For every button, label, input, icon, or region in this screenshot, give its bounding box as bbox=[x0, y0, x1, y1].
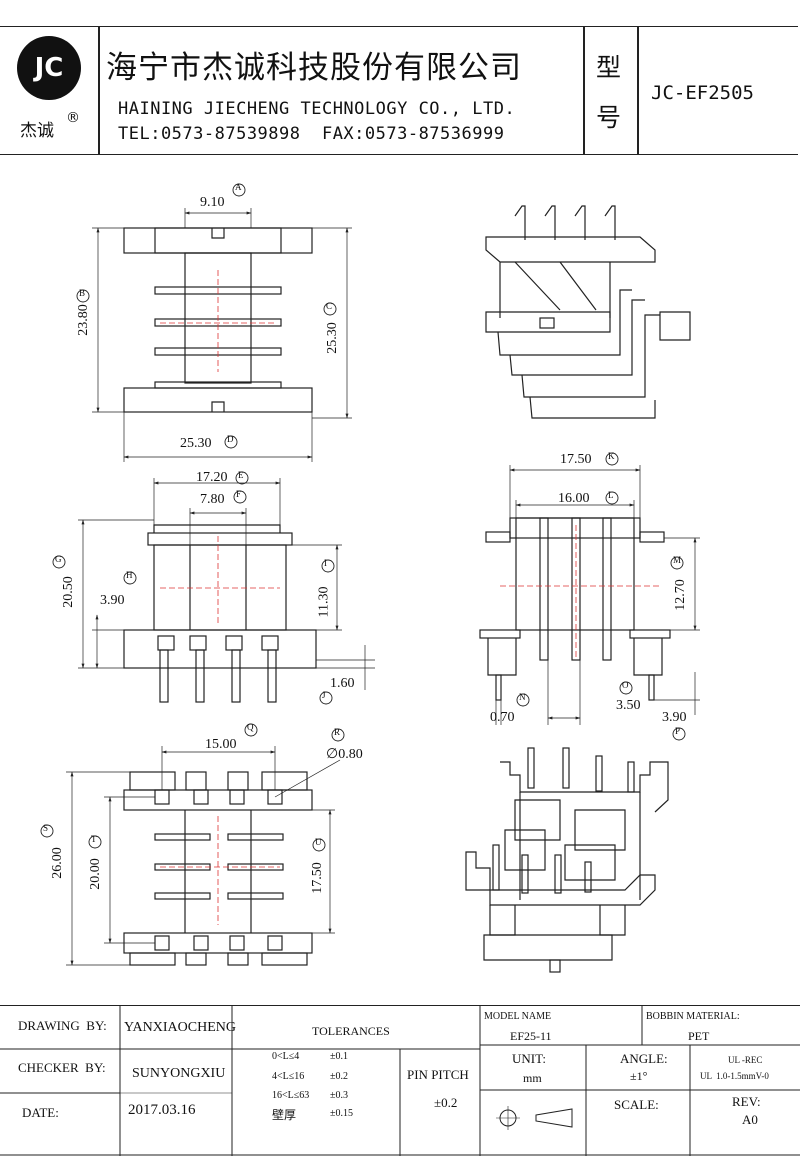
company-logo: JC 杰诚 ® bbox=[10, 34, 92, 146]
checker-by-value: SUNYONGXIU bbox=[132, 1066, 226, 1081]
tol-value-2: ±0.3 bbox=[330, 1090, 348, 1101]
header-divider-1 bbox=[98, 26, 100, 154]
dim-Q-letter: Q bbox=[247, 722, 254, 732]
dim-R-value: ∅0.80 bbox=[326, 747, 363, 762]
company-name-en: HAINING JIECHENG TECHNOLOGY CO., LTD. bbox=[118, 99, 516, 119]
dim-G-value: 20.50 bbox=[60, 576, 76, 608]
dim-I-letter: I bbox=[324, 558, 327, 568]
rev-value: A0 bbox=[742, 1112, 758, 1127]
company-contact: TEL:0573-87539898 FAX:0573-87536999 bbox=[118, 124, 505, 144]
angle-value: ±1° bbox=[630, 1069, 648, 1083]
model-name-label: MODEL NAME bbox=[484, 1011, 552, 1022]
dim-D-letter: D bbox=[227, 434, 234, 444]
dim-I-value: 11.30 bbox=[316, 586, 332, 618]
dim-F-value: 7.80 bbox=[200, 492, 225, 507]
drawing-by-label: DRAWING BY: bbox=[18, 1018, 107, 1033]
model-label-2: 号 bbox=[596, 103, 623, 132]
tol-value-0: ±0.1 bbox=[330, 1051, 348, 1062]
dim-C-value: 25.30 bbox=[324, 322, 340, 354]
unit-value: mm bbox=[523, 1071, 542, 1085]
unit-label: UNIT: bbox=[512, 1051, 547, 1066]
dim-N-letter: N bbox=[519, 692, 526, 702]
dim-O-letter: O bbox=[622, 680, 629, 690]
dim-R-letter: R bbox=[334, 727, 341, 737]
drawing-area bbox=[40, 183, 700, 973]
dim-E-value: 17.20 bbox=[196, 470, 228, 485]
angle-label: ANGLE: bbox=[620, 1051, 668, 1066]
dim-N-value: 0.70 bbox=[490, 710, 515, 725]
dim-S-letter: S bbox=[43, 823, 49, 833]
rev-label: REV: bbox=[732, 1094, 761, 1109]
dim-T-value: 20.00 bbox=[87, 858, 103, 890]
bobbin-material-label: BOBBIN MATERIAL: bbox=[646, 1011, 740, 1022]
dim-A-letter: A bbox=[235, 182, 242, 192]
checker-by-label: CHECKER BY: bbox=[18, 1060, 106, 1075]
dim-C-letter: C bbox=[326, 301, 333, 311]
dim-B-value: 23.80 bbox=[75, 304, 91, 336]
dimension-labels: A 9.10 B 23.80 C 25.30 25.30 D 17.20 E 7… bbox=[43, 182, 688, 894]
dim-A-value: 9.10 bbox=[200, 195, 225, 210]
model-name-value: EF25-11 bbox=[510, 1029, 552, 1043]
dim-H-value: 3.90 bbox=[100, 593, 125, 608]
dim-K-letter: K bbox=[608, 451, 615, 461]
dim-Q-value: 15.00 bbox=[205, 737, 237, 752]
header-frame bbox=[0, 26, 798, 155]
view-bottom bbox=[66, 746, 341, 966]
dim-F-letter: F bbox=[236, 489, 242, 499]
date-value: 2017.03.16 bbox=[128, 1102, 196, 1118]
date-label: DATE: bbox=[22, 1105, 59, 1120]
tol-range-3: 壁厚 bbox=[272, 1108, 297, 1122]
tolerances-label: TOLERANCES bbox=[312, 1024, 390, 1038]
dim-M-letter: M bbox=[673, 555, 682, 565]
drawing-by-value: YANXIAOCHENG bbox=[124, 1020, 236, 1035]
dim-H-letter: H bbox=[126, 570, 133, 580]
dim-E-letter: E bbox=[238, 470, 244, 480]
view-iso-2 bbox=[465, 747, 669, 973]
dim-T-letter: T bbox=[91, 834, 97, 844]
logo-text: JC bbox=[34, 53, 64, 83]
tol-value-3: ±0.15 bbox=[330, 1108, 353, 1119]
title-block-grid bbox=[0, 1005, 800, 1156]
view-end bbox=[479, 465, 700, 725]
logo-circle: JC bbox=[17, 36, 81, 100]
dim-J-letter: J bbox=[322, 690, 326, 700]
dim-L-value: 16.00 bbox=[558, 491, 590, 506]
dim-D-value: 25.30 bbox=[180, 436, 212, 451]
logo-cn-text: 杰诚 bbox=[20, 121, 54, 141]
view-front-top bbox=[92, 208, 352, 462]
tol-value-1: ±0.2 bbox=[330, 1071, 348, 1082]
scale-label: SCALE: bbox=[614, 1097, 659, 1112]
pin-pitch-label: PIN PITCH bbox=[407, 1067, 469, 1082]
dim-S-value: 26.00 bbox=[49, 847, 65, 879]
dim-K-value: 17.50 bbox=[560, 452, 592, 467]
view-iso-1 bbox=[485, 205, 691, 419]
reference-circles bbox=[40, 183, 686, 852]
company-name-cn: 海宁市杰诚科技股份有限公司 bbox=[106, 50, 522, 86]
model-number: JC-EF2505 bbox=[651, 82, 754, 104]
dim-O-value: 3.50 bbox=[616, 698, 641, 713]
tol-range-0: 0<L≤4 bbox=[272, 1051, 300, 1062]
dim-U-value: 17.50 bbox=[309, 862, 325, 894]
dim-M-value: 12.70 bbox=[672, 579, 688, 611]
dim-L-letter: L bbox=[608, 490, 614, 500]
dim-U-letter: U bbox=[315, 837, 322, 847]
title-block: DRAWING BY: YANXIAOCHENG CHECKER BY: SUN… bbox=[0, 1005, 800, 1156]
tol-range-1: 4<L≤16 bbox=[272, 1071, 305, 1082]
model-label-1: 型 bbox=[596, 53, 623, 82]
registered-mark: ® bbox=[66, 110, 80, 126]
dim-B-letter: B bbox=[79, 288, 86, 298]
dim-G-letter: G bbox=[55, 554, 62, 564]
header-divider-3 bbox=[637, 26, 639, 154]
ul-rec: UL -REC bbox=[728, 1055, 763, 1065]
header-divider-2 bbox=[583, 26, 585, 154]
view-side bbox=[78, 478, 375, 703]
pin-pitch-value: ±0.2 bbox=[434, 1095, 458, 1110]
dim-P-letter: P bbox=[675, 726, 681, 736]
dim-J-value: 1.60 bbox=[330, 676, 355, 691]
ul-rating: UL 1.0-1.5mmV-0 bbox=[700, 1071, 769, 1081]
bobbin-material-value: PET bbox=[688, 1029, 710, 1043]
dim-P-value: 3.90 bbox=[662, 710, 687, 725]
tol-range-2: 16<L≤63 bbox=[272, 1090, 310, 1101]
